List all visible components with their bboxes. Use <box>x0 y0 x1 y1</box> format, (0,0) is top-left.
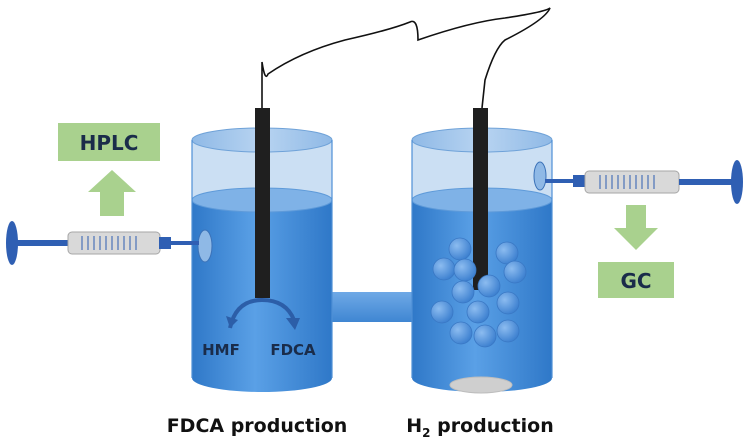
gc-label: GC <box>620 269 651 293</box>
right-cell <box>411 108 553 394</box>
anode-electrode <box>255 108 270 298</box>
hplc-box <box>58 123 160 161</box>
fdca-label: FDCA <box>270 341 316 359</box>
right-syringe-icon <box>545 160 743 204</box>
connecting-wire <box>261 7 551 109</box>
left-sample-port <box>197 229 213 263</box>
cathode-electrode <box>473 108 488 290</box>
hydrogen-bubbles <box>430 237 527 348</box>
left-cell <box>191 108 333 392</box>
subscript-2: 2 <box>422 426 430 440</box>
hplc-label: HPLC <box>80 131 139 155</box>
hmf-label: HMF <box>202 341 240 359</box>
right-sample-port <box>533 161 547 191</box>
down-arrow-icon <box>614 205 658 250</box>
gc-box <box>598 262 674 298</box>
curved-reaction-arrow-icon <box>226 297 300 330</box>
up-arrow-icon <box>88 170 136 216</box>
left-syringe-icon <box>6 221 199 265</box>
stir-bar <box>449 376 513 394</box>
right-cell-caption: H2 production <box>406 415 553 440</box>
salt-bridge <box>328 292 416 322</box>
left-cell-caption: FDCA production <box>167 415 348 437</box>
